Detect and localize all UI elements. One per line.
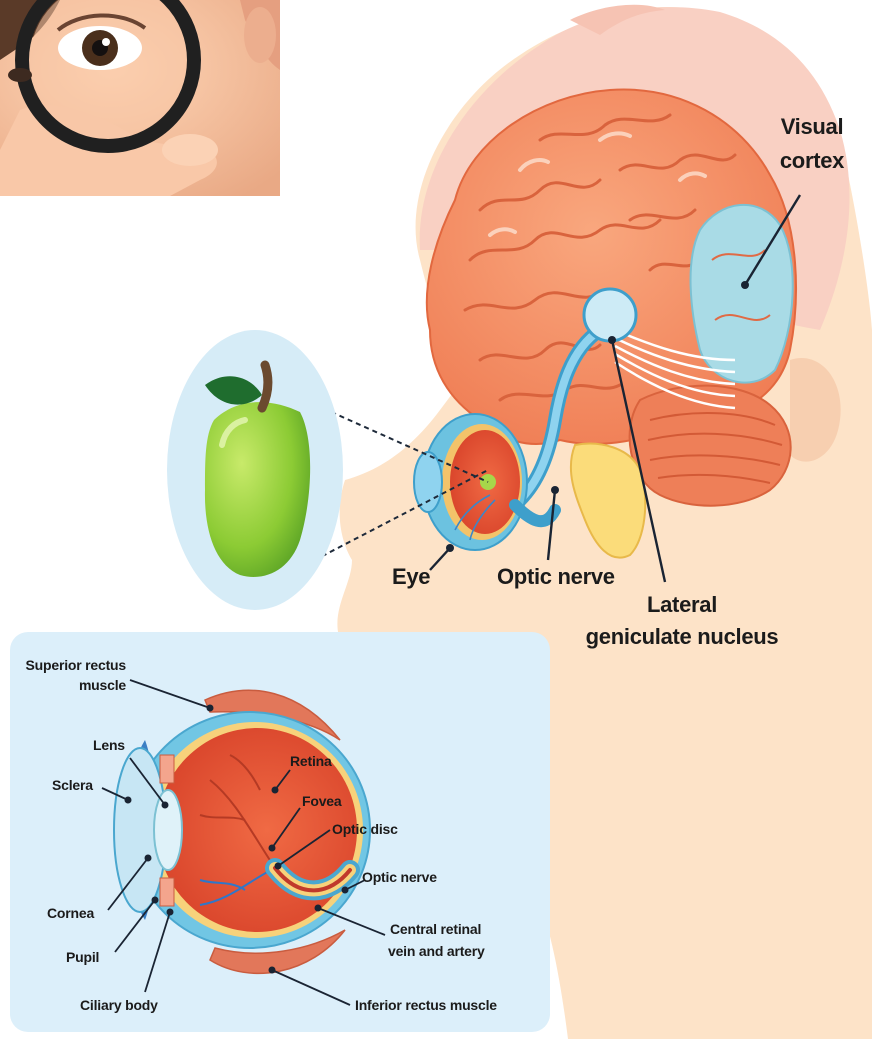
- lgn-node: [584, 289, 636, 341]
- eye-label: Eye: [392, 564, 430, 589]
- optic-nerve-label: Optic nerve: [497, 564, 615, 589]
- central-retinal-label-line2: vein and artery: [388, 943, 485, 959]
- lgn-label-line2: geniculate nucleus: [586, 624, 779, 649]
- retina-label: Retina: [290, 753, 332, 769]
- inset-optic-nerve-label: Optic nerve: [362, 869, 437, 885]
- superior-rectus-label-line1: Superior rectus: [26, 657, 127, 673]
- lens: [154, 790, 182, 870]
- pupil-label: Pupil: [66, 949, 99, 965]
- ciliary-body-label: Ciliary body: [80, 997, 158, 1013]
- central-retinal-label-line1: Central retinal: [390, 921, 481, 937]
- cornea-label: Cornea: [47, 905, 94, 921]
- inferior-rectus-label: Inferior rectus muscle: [355, 997, 497, 1013]
- visual-cortex-label-line2: cortex: [780, 148, 845, 173]
- lens-label: Lens: [93, 737, 125, 753]
- ciliary-body-bottom: [160, 878, 174, 906]
- lgn-label-line1: Lateral: [647, 592, 717, 617]
- apple-illustration: [167, 330, 343, 610]
- superior-rectus-label-line2: muscle: [79, 677, 126, 693]
- apple-body: [205, 402, 310, 577]
- visual-cortex-label-line1: Visual: [781, 114, 844, 139]
- sclera-label: Sclera: [52, 777, 93, 793]
- ciliary-body-top: [160, 755, 174, 783]
- child-magnifying-glass-photo: [0, 0, 280, 196]
- optic-disc-label: Optic disc: [332, 821, 398, 837]
- fovea-label: Fovea: [302, 793, 342, 809]
